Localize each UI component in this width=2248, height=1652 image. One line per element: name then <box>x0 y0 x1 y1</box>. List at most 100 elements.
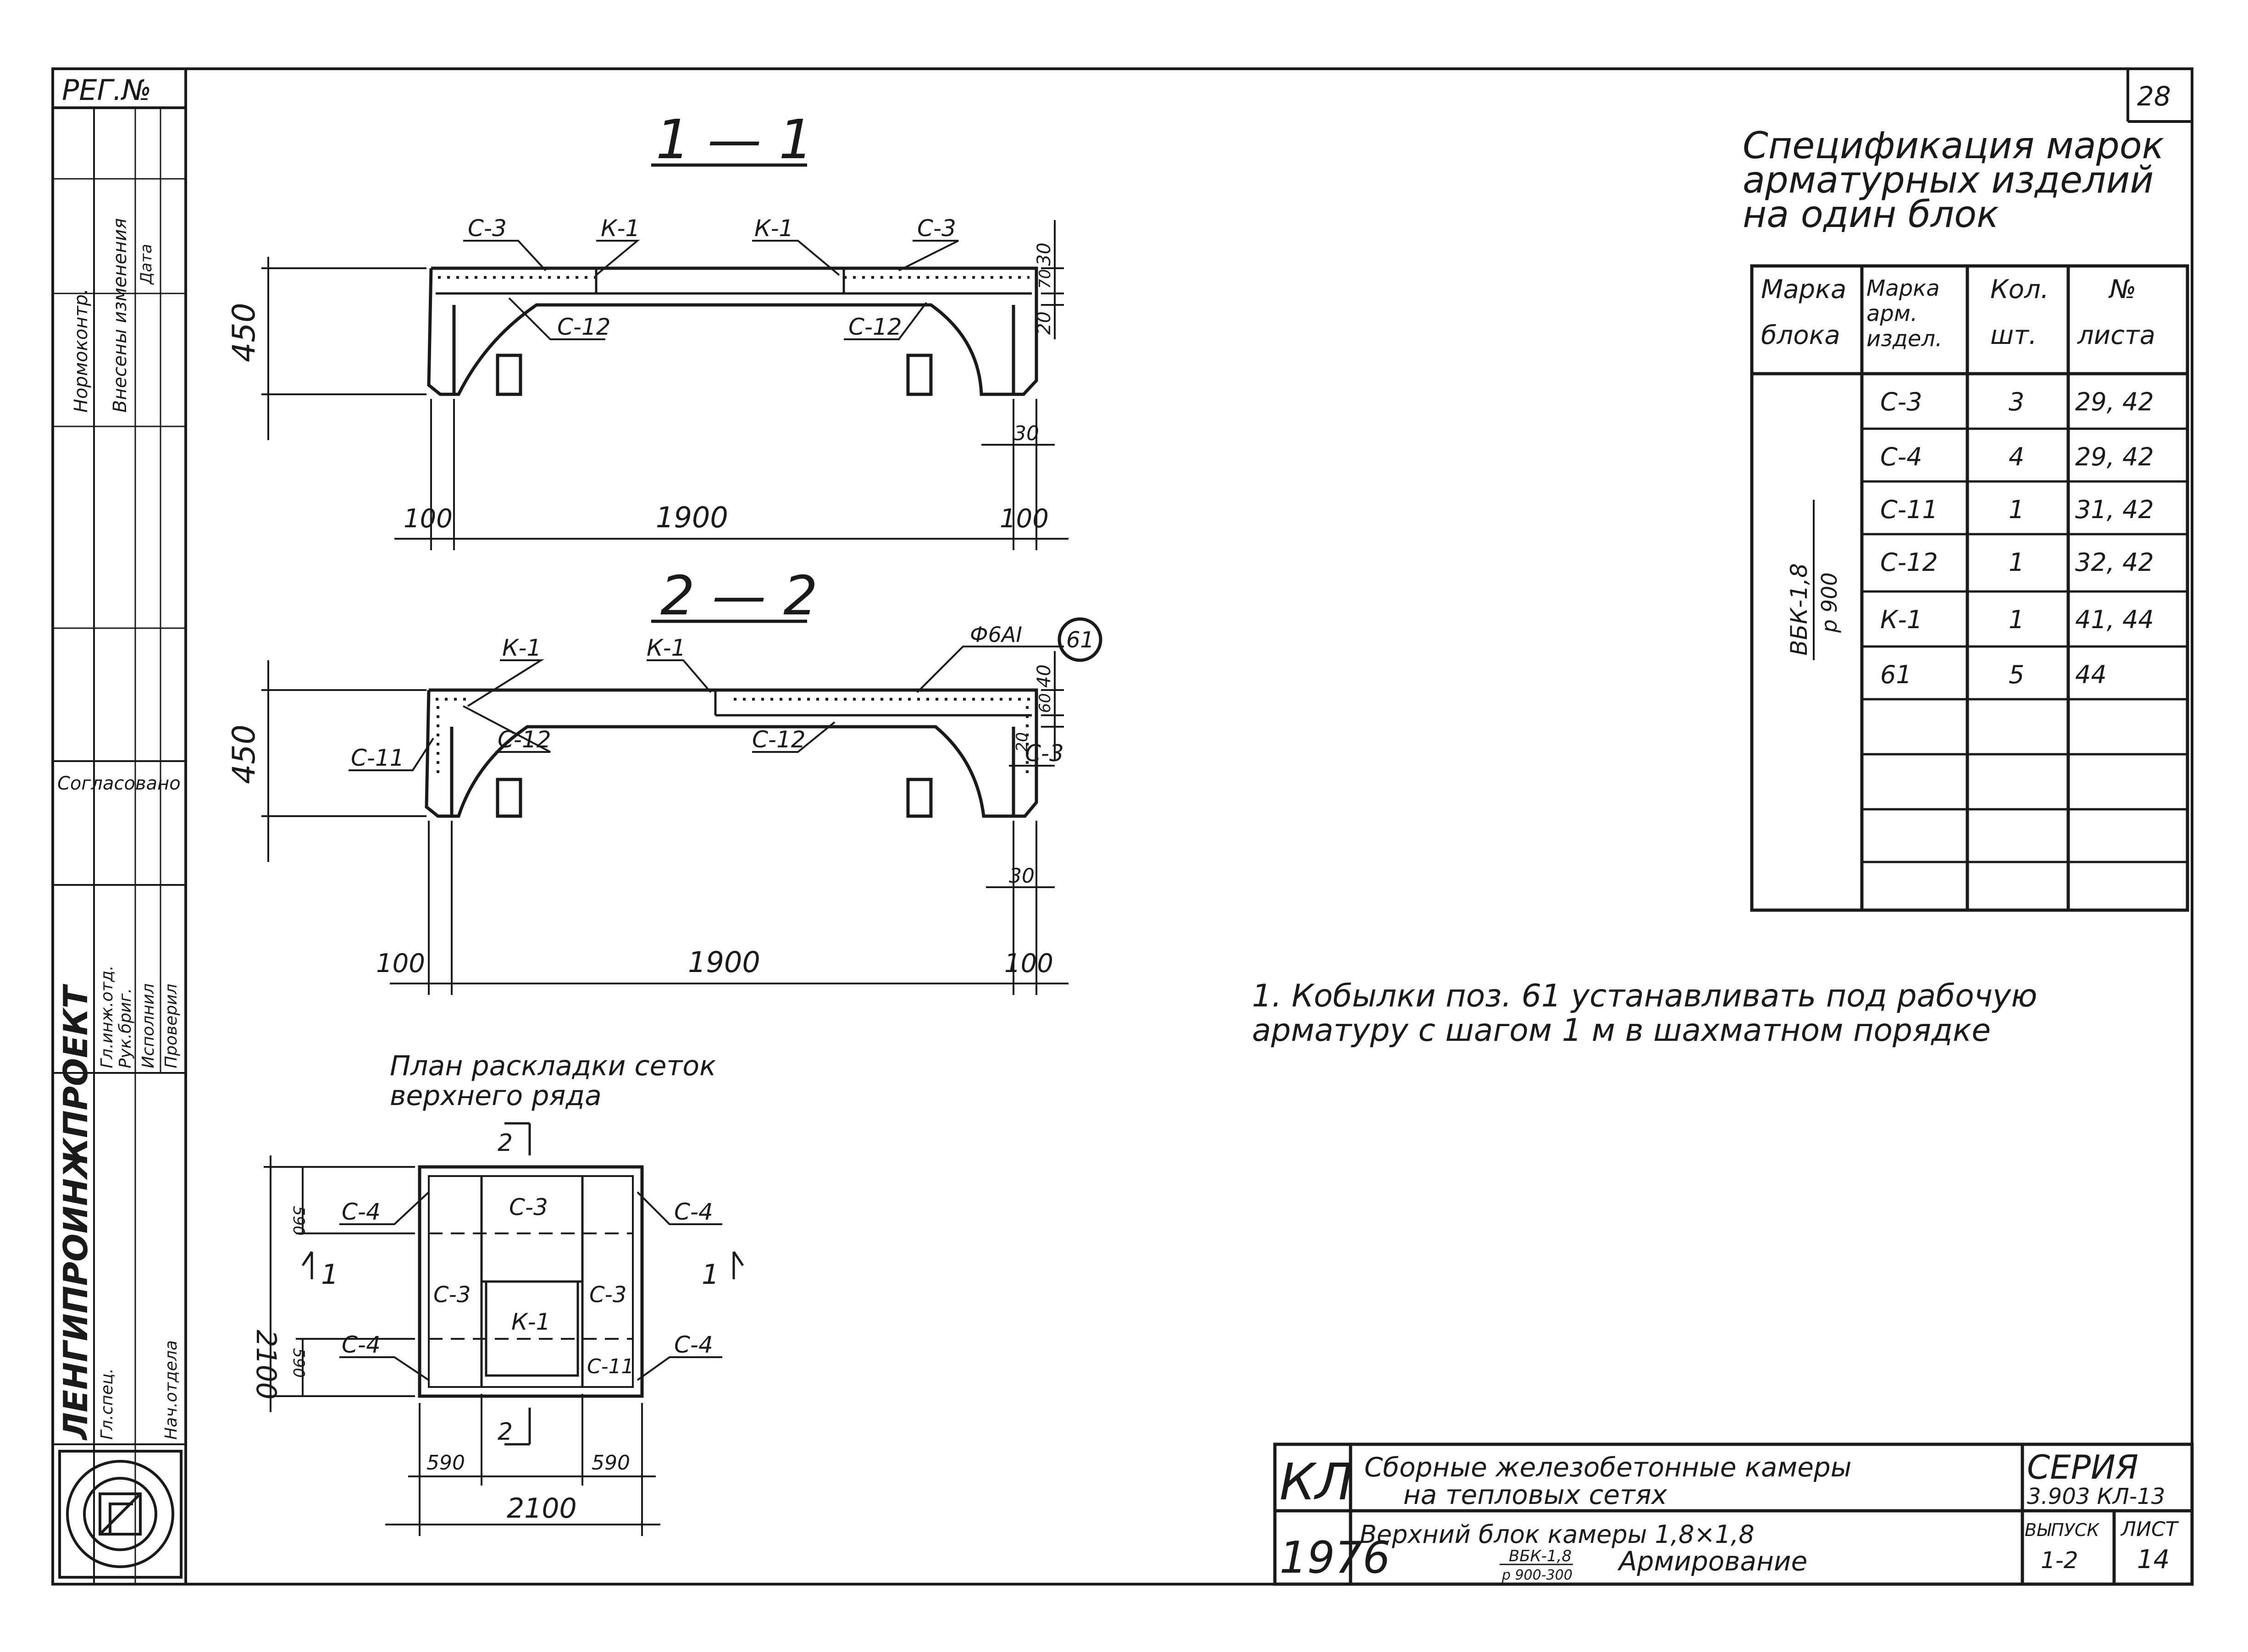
tb-issue: 1-2 <box>2041 1547 2078 1574</box>
role-4: Проверил <box>162 983 181 1068</box>
plan-c11: С-11 <box>587 1355 634 1378</box>
s1-label-c12-left: С-12 <box>557 314 611 340</box>
left-strip: РЕГ.№ Нормоконтр. Внесены изменения Дата… <box>56 73 183 1579</box>
s1-dim-right: 100 <box>1000 504 1049 534</box>
s2-pos-61: 61 <box>1066 627 1094 653</box>
section-2-title: 2 — 2 <box>660 564 818 627</box>
s2-dim-top2: 60 <box>1036 693 1054 713</box>
plan-c4-tr: С-4 <box>674 1199 713 1225</box>
spec-head-4a: № <box>2108 275 2136 304</box>
section-1-title: 1 — 1 <box>656 108 813 171</box>
spec-cell-item: С-12 <box>1880 548 1938 577</box>
spec-cell-qty: 1 <box>2009 548 2024 577</box>
spec-cell-sheet: 31, 42 <box>2075 495 2154 524</box>
s2-label-k1-right: К-1 <box>647 635 686 661</box>
s2-rebar-label: Ф6АI <box>970 622 1022 647</box>
spec-cell-item: С-11 <box>1880 495 1938 524</box>
s2-label-c3: С-3 <box>1025 740 1064 767</box>
s1-dim-top3: 20 <box>1034 311 1055 335</box>
spec-cell-sheet: 29, 42 <box>2075 442 2154 471</box>
tb-series-label: СЕРИЯ <box>2027 1448 2138 1486</box>
rev-header-3: Дата <box>137 244 155 285</box>
spec-table: Спецификация марок арматурных изделий на… <box>1743 124 2189 912</box>
institute-name: ЛЕНГИПРОИНЖПРОЕКТ <box>56 983 95 1441</box>
role-2: Рук.бриг. <box>116 988 135 1068</box>
section-1-block <box>427 266 1038 396</box>
spec-block-mark: ВБК-1,8 <box>1786 563 1812 656</box>
tb-sheet-label: ЛИСТ <box>2120 1518 2179 1541</box>
plan-c3-left: С-3 <box>433 1282 471 1308</box>
spec-cell-item: С-4 <box>1880 442 1922 471</box>
role-1: Гл.инж.отд. <box>98 965 116 1068</box>
spec-head-2b: арм. <box>1866 301 1917 326</box>
spec-head-2a: Марка <box>1866 276 1940 301</box>
plan-dim-total: 2100 <box>507 1492 577 1525</box>
s1-dim-top2: 70 <box>1036 269 1054 289</box>
spec-cell-qty: 4 <box>2009 442 2024 471</box>
s1-label-c3-left: С-3 <box>468 215 507 242</box>
plan-k1: К-1 <box>511 1309 550 1335</box>
plan-sec-2-bottom: 2 <box>498 1418 513 1446</box>
rev-header-1: Нормоконтр. <box>71 288 92 413</box>
spec-cell-item: К-1 <box>1880 605 1922 634</box>
plan-sec-1-left: 1 <box>321 1259 338 1291</box>
tb-subtitle-mark: ВБК-1,8 <box>1509 1547 1572 1565</box>
spec-head-1a: Марка <box>1761 275 1846 304</box>
plan-title-2: верхнего ряда <box>390 1080 602 1112</box>
plan-c3-top: С-3 <box>509 1194 548 1221</box>
spec-cell-sheet: 32, 42 <box>2075 548 2154 577</box>
spec-head-4b: листа <box>2077 320 2155 350</box>
s1-dim-left: 100 <box>404 504 453 534</box>
s2-dim-top3: 20 <box>1013 732 1031 752</box>
note-line-1: 1. Кобылки поз. 61 устанавливать под раб… <box>1252 978 2037 1014</box>
spec-block-mark-sub: р 900 <box>1817 572 1842 633</box>
spec-cell-qty: 1 <box>2009 495 2024 524</box>
plan-layout: План раскладки сеток верхнего ряда <box>250 1050 744 1536</box>
spec-head-3b: шт. <box>1990 320 2037 350</box>
note-line-2: арматуру с шагом 1 м в шахматном порядке <box>1252 1012 1991 1049</box>
s2-dim-bottom: 30 <box>1009 864 1035 888</box>
sheet-frame <box>51 67 2193 1586</box>
plan-sec-2-top: 2 <box>498 1129 513 1157</box>
role-5: Гл.спец. <box>98 1368 116 1440</box>
spec-cell-sheet: 44 <box>2075 660 2107 689</box>
plan-c4-br: С-4 <box>674 1332 713 1358</box>
plan-dim-bottom-offset: 590 <box>289 1348 308 1378</box>
s2-dim-height: 450 <box>226 724 262 784</box>
plan-c4-tl: С-4 <box>342 1199 381 1225</box>
spec-cell-item: С-3 <box>1880 387 1922 416</box>
tb-issue-label: ВЫПУСК <box>2025 1520 2100 1540</box>
s1-dim-center: 1900 <box>656 501 728 534</box>
agreed-label: Согласовано <box>57 773 181 794</box>
tb-title-1: Сборные железобетонные камеры <box>1364 1452 1852 1483</box>
spec-cell-sheet: 41, 44 <box>2075 605 2154 634</box>
s1-label-k1-right: К-1 <box>754 215 793 242</box>
s2-dim-right: 100 <box>1004 949 1053 978</box>
tb-title-2: на тепловых сетях <box>1403 1479 1667 1510</box>
s1-label-c12-right: С-12 <box>848 314 902 340</box>
role-3: Исполнил <box>139 983 158 1068</box>
s2-label-c12-left: С-12 <box>498 726 551 753</box>
institute-logo <box>58 1450 183 1579</box>
tb-sheet: 14 <box>2137 1545 2170 1575</box>
spec-head-3a: Кол. <box>1990 275 2049 304</box>
plan-dim-right-bottom: 590 <box>592 1451 630 1475</box>
tb-code: КЛ <box>1279 1453 1353 1511</box>
sheet-number: 28 <box>2137 81 2171 112</box>
spec-cell-qty: 5 <box>2009 660 2024 689</box>
tb-subtitle-1: Верхний блок камеры 1,8×1,8 <box>1360 1520 1755 1549</box>
s2-dim-center: 1900 <box>688 945 760 979</box>
section-2-2: 2 — 2 <box>226 564 1102 995</box>
plan-dim-left-bottom: 590 <box>426 1451 465 1475</box>
tb-subtitle-mark-sub: р 900-300 <box>1501 1567 1572 1583</box>
role-6: Нач.отдела <box>162 1340 181 1440</box>
plan-dim-top-offset: 590 <box>289 1206 308 1236</box>
title-block: КЛ 1976 Сборные железобетонные камеры на… <box>1273 1442 2194 1586</box>
reg-no-label: РЕГ.№ <box>62 73 151 107</box>
plan-c3-right: С-3 <box>589 1282 626 1308</box>
spec-title-1: Спецификация марок <box>1743 124 2164 167</box>
s1-dim-bottom: 30 <box>1013 422 1039 445</box>
plan-outline <box>418 1165 644 1398</box>
section-1-1: 1 — 1 <box>226 108 1069 550</box>
